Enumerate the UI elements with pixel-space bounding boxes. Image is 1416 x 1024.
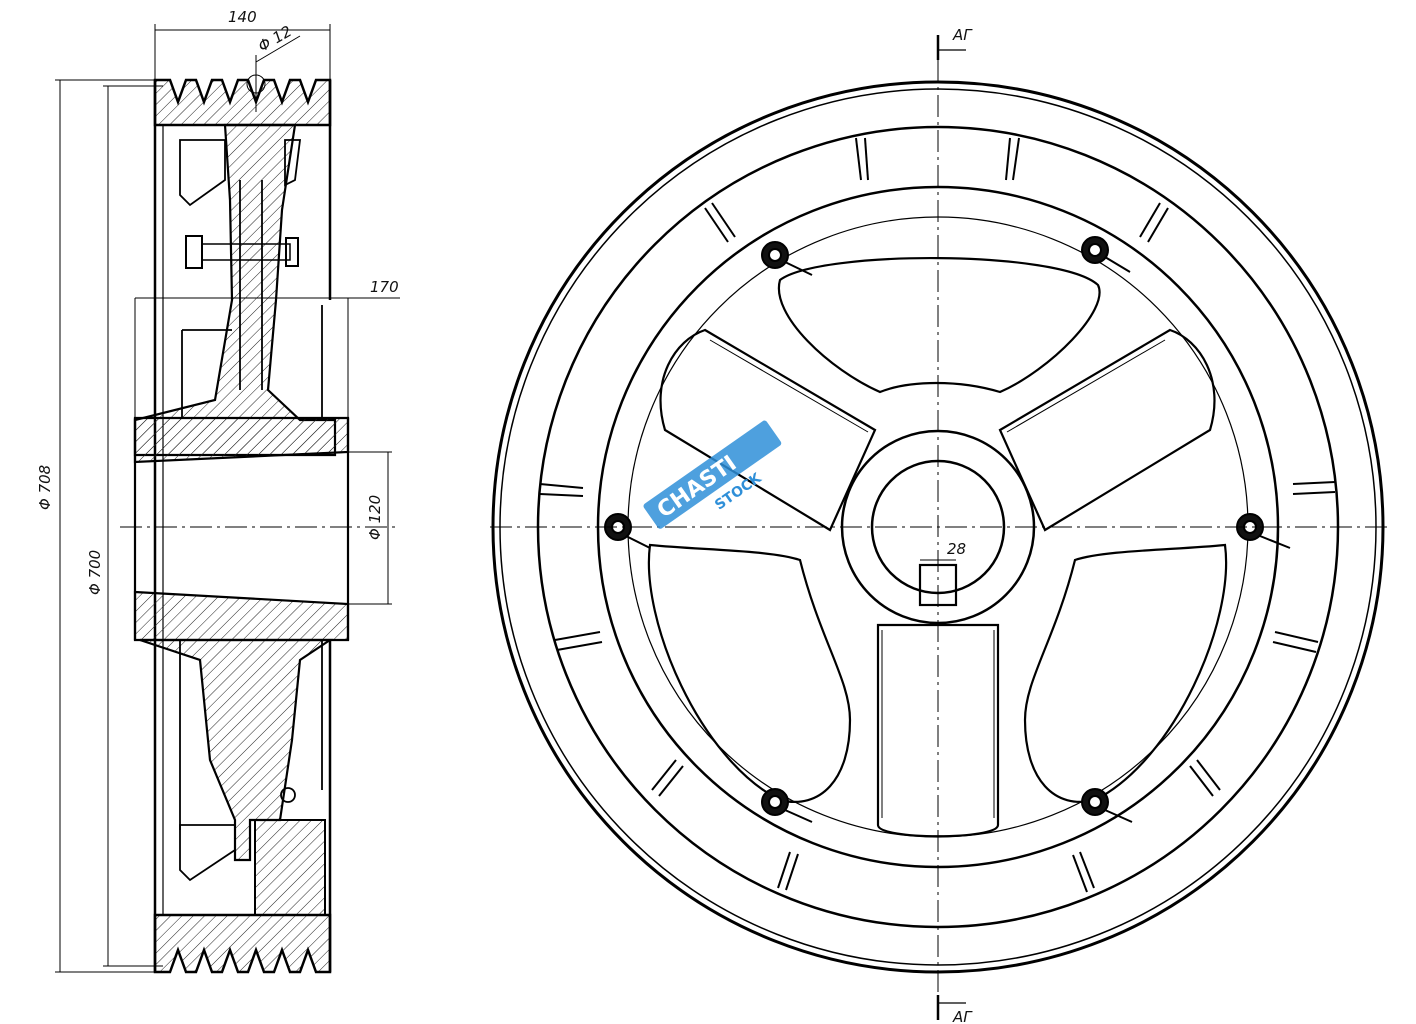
section-view <box>120 78 400 974</box>
top-rim-grooves <box>153 78 332 127</box>
section-mark-bottom: АГ <box>952 1008 973 1024</box>
dim-140: 140 <box>228 8 257 26</box>
rim-slots <box>539 137 1336 893</box>
spoke-arm-bottom <box>876 623 1000 838</box>
front-view <box>490 35 1390 1020</box>
spoke-opening-top <box>777 256 1101 394</box>
bolt-head <box>185 235 203 269</box>
svg-text:CHASTI: CHASTI <box>653 451 742 523</box>
dim-700: Φ 700 <box>86 550 104 595</box>
spoke-arm-left <box>659 328 877 532</box>
bottom-rim-grooves <box>153 913 332 974</box>
bolt-fittings <box>604 236 1291 823</box>
left-dimensions <box>55 24 400 973</box>
dim-120: Φ 120 <box>366 495 384 540</box>
watermark-logo: CHASTI STOCK <box>643 420 782 529</box>
lower-web <box>139 638 334 862</box>
dim-708: Φ 708 <box>36 465 54 510</box>
dim-170: 170 <box>370 278 399 296</box>
hub-bottom <box>133 590 350 642</box>
dim-keyway-28: 28 <box>947 540 966 558</box>
spoke-opening-left <box>647 543 852 803</box>
lower-pad <box>254 819 326 916</box>
section-mark-top: АГ <box>952 26 973 44</box>
upper-web <box>133 123 337 457</box>
spoke-opening-right <box>1023 543 1228 803</box>
spoke-arm-right <box>998 328 1216 532</box>
